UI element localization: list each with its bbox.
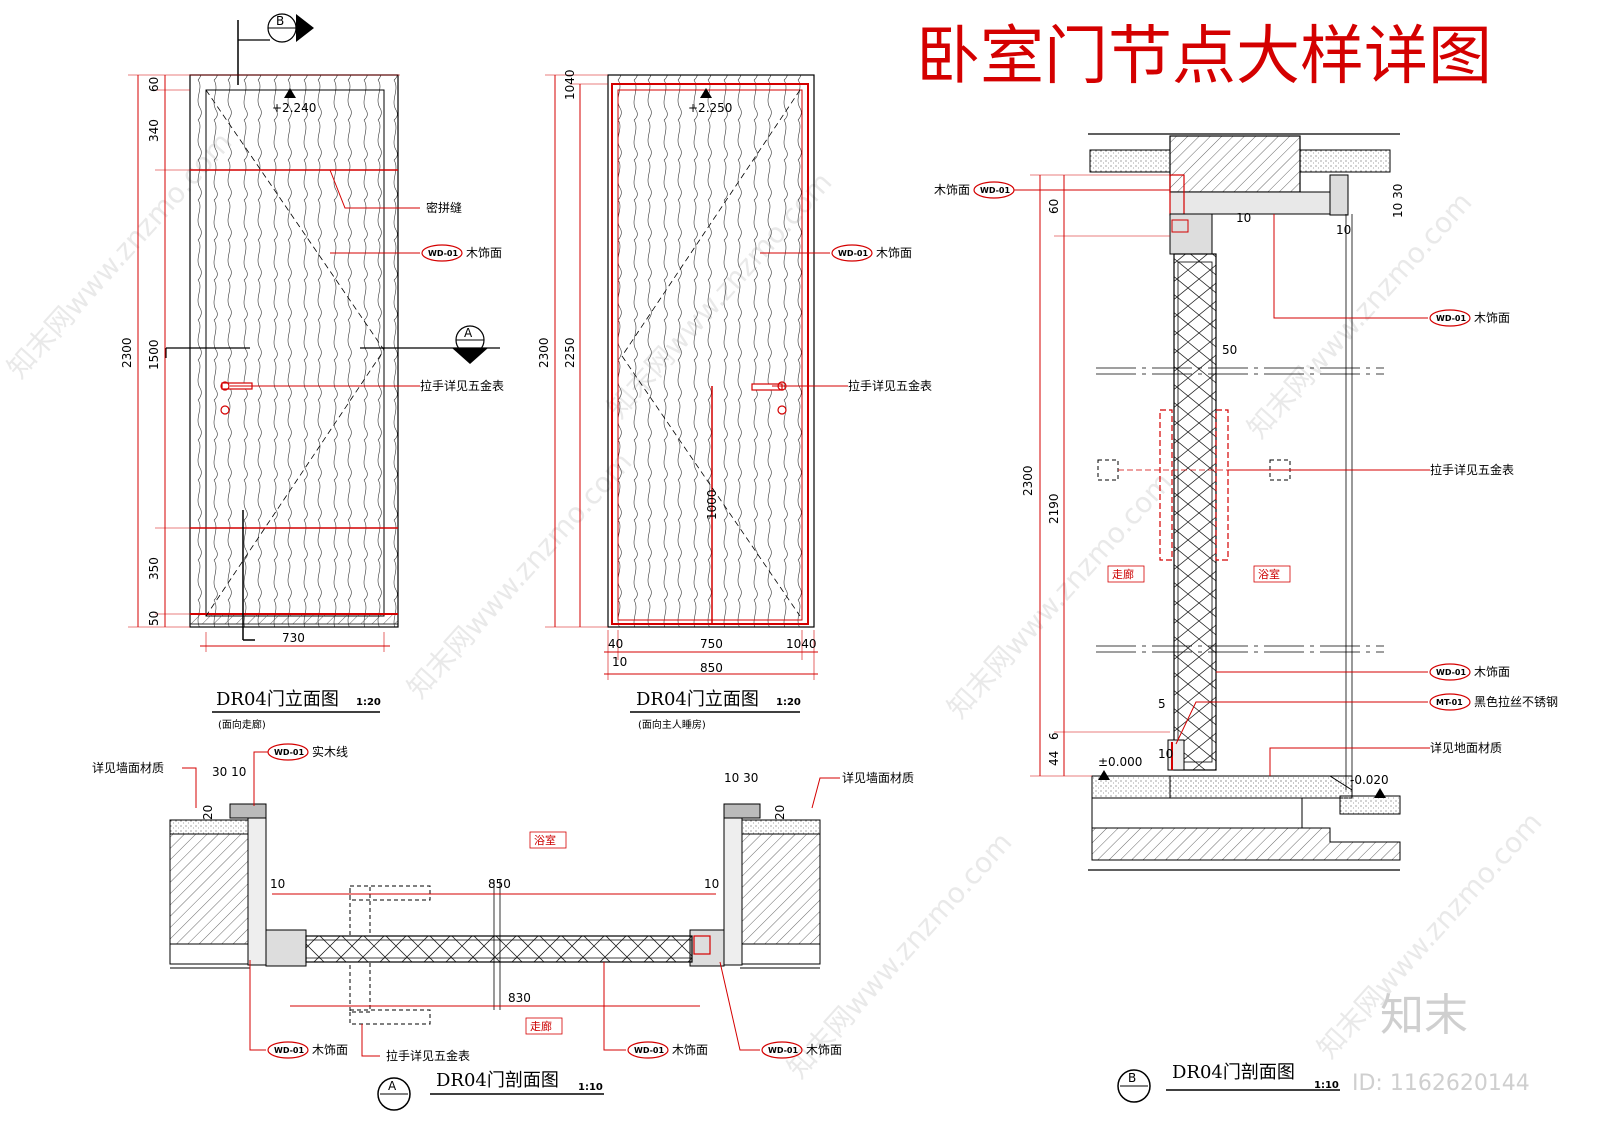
level-0: ±0.000	[1098, 755, 1142, 769]
section-marker-a-label: A	[464, 326, 473, 340]
dim-10-sb-b: 10	[1336, 223, 1351, 237]
dim-10-sa-l: 10	[270, 877, 285, 891]
label-wall-material-r: 详见墙面材质	[842, 770, 914, 785]
label-solid-wood-line: 实木线	[312, 744, 348, 759]
dim-5-sb: 5	[1158, 697, 1166, 711]
label-handle-e2: 拉手详见五金表	[848, 378, 932, 393]
tag-mt01: MT-01	[1436, 698, 1463, 707]
label-black-steel: 黑色拉丝不锈钢	[1474, 694, 1558, 709]
section-a-marker-label: A	[388, 1079, 397, 1093]
label-wood-face-sb-1: 木饰面	[1474, 311, 1510, 325]
label-wood-face-sb-top: 木饰面	[934, 183, 970, 197]
watermark-text: 知末网www.znzmo.com	[401, 446, 639, 705]
dim-2190: 2190	[1047, 493, 1061, 524]
secA-caption: DR04门剖面图	[436, 1070, 559, 1091]
secA-scale: 1:10	[578, 1082, 603, 1093]
dim-10: 10	[612, 655, 627, 669]
label-floor-material: 详见地面材质	[1430, 740, 1502, 755]
elev2-caption: DR04门立面图	[636, 689, 759, 710]
tag-wd01-sb-1: WD-01	[1436, 314, 1467, 323]
room-bathroom-sb: 浴室	[1258, 567, 1280, 581]
label-wood-face-sb-2: 木饰面	[1474, 665, 1510, 679]
dim-1000: 1000	[705, 489, 719, 520]
dim-44: 44	[1047, 751, 1061, 766]
section-a: 850 830 10 10 30 10 10 30 20 20 浴室 走廊 详见…	[92, 743, 914, 1111]
dim-2250: 2250	[563, 337, 577, 368]
tag-wd01-sa-top: WD-01	[274, 748, 305, 757]
section-b-marker-label: B	[1128, 1071, 1136, 1085]
label-wood-face-e2: 木饰面	[876, 246, 912, 260]
dim-50: 50	[147, 611, 161, 626]
watermark-logo: 知末	[1380, 990, 1468, 1041]
dim-60: 60	[147, 77, 161, 92]
dim-40: 40	[608, 637, 623, 651]
section-b: ±0.000 -0.020 60 2300 2190 6 44 10 30 10…	[934, 133, 1558, 1103]
elev1-scale: 1:20	[356, 697, 381, 708]
dim-6: 6	[1047, 732, 1061, 740]
dim-1040: 1040	[563, 69, 577, 100]
room-corridor-sa: 走廊	[530, 1019, 552, 1033]
elev1-subtitle: (面向走廊)	[218, 718, 266, 731]
tag-wd01-sa-l: WD-01	[274, 1046, 305, 1055]
label-wood-face-sa-r: 木饰面	[806, 1043, 842, 1057]
elevation-2: +2.250 1040 2300 2250 1000 40 750 1040 1…	[537, 69, 932, 731]
tag-wd01-sb-2: WD-01	[1436, 668, 1467, 677]
label-wood-face-sa-l: 木饰面	[312, 1043, 348, 1057]
label-handle: 拉手详见五金表	[420, 378, 504, 393]
level-label-2: +2.250	[688, 101, 732, 115]
dim-10-30: 10 30	[724, 771, 758, 785]
dim-750: 750	[700, 637, 723, 651]
elev1-caption: DR04门立面图	[216, 689, 339, 710]
dim-20-sa-r: 20	[773, 805, 787, 820]
dim-730: 730	[282, 631, 305, 645]
section-a-marker	[377, 1077, 411, 1111]
dim-2300-e2: 2300	[537, 337, 551, 368]
elevation-1: B A +2.240 60 340 1500 350 50 2300 730	[120, 13, 504, 731]
section-marker-b-label: B	[276, 14, 284, 28]
dim-10-sa-r: 10	[704, 877, 719, 891]
door-leaf	[189, 74, 399, 628]
tag-wd01-sa-r: WD-01	[768, 1046, 799, 1055]
sheet-title: 卧室门节点大样详图	[916, 20, 1492, 94]
elev2-scale: 1:20	[776, 697, 801, 708]
label-wood-face: 木饰面	[466, 246, 502, 260]
elev2-subtitle: (面向主人睡房)	[638, 718, 706, 731]
room-corridor-sb: 走廊	[1112, 567, 1134, 581]
dim-2300: 2300	[120, 337, 134, 368]
dim-10-sb-a: 10	[1236, 211, 1251, 225]
label-seam: 密拼缝	[426, 200, 462, 215]
dim-830: 830	[508, 991, 531, 1005]
tag-wd01-sb-top: WD-01	[980, 186, 1011, 195]
dim-10-sb-c: 10	[1158, 747, 1173, 761]
dim-30-10: 30 10	[212, 765, 246, 779]
secB-caption: DR04门剖面图	[1172, 1062, 1295, 1083]
dim-1500: 1500	[147, 339, 161, 370]
dim-10-30-sb: 10 30	[1391, 184, 1405, 218]
label-wall-material-l: 详见墙面材质	[92, 760, 164, 775]
dim-340: 340	[147, 119, 161, 142]
secB-scale: 1:10	[1314, 1080, 1339, 1091]
level-minus: -0.020	[1350, 773, 1389, 787]
dim-20-sa-l: 20	[201, 805, 215, 820]
dim-850-sa: 850	[488, 877, 511, 891]
tag-wd01-sa-m: WD-01	[634, 1046, 665, 1055]
room-bathroom-sa: 浴室	[534, 833, 556, 847]
dim-2300-sb: 2300	[1021, 465, 1035, 496]
section-b-marker	[1117, 1069, 1151, 1103]
level-label: +2.240	[272, 101, 316, 115]
dim-1040-b: 1040	[786, 637, 817, 651]
dim-850: 850	[700, 661, 723, 675]
watermark-id: ID: 1162620144	[1352, 1071, 1530, 1096]
tag-wd01: WD-01	[428, 249, 459, 258]
dim-60-sb: 60	[1047, 199, 1061, 214]
label-handle-sb: 拉手详见五金表	[1430, 462, 1514, 477]
tag-wd01-e2: WD-01	[838, 249, 869, 258]
label-handle-sa: 拉手详见五金表	[386, 1048, 470, 1063]
dim-50-sb: 50	[1222, 343, 1237, 357]
label-wood-face-sa-m: 木饰面	[672, 1043, 708, 1057]
door-leaf-2	[607, 74, 815, 628]
dim-350: 350	[147, 557, 161, 580]
